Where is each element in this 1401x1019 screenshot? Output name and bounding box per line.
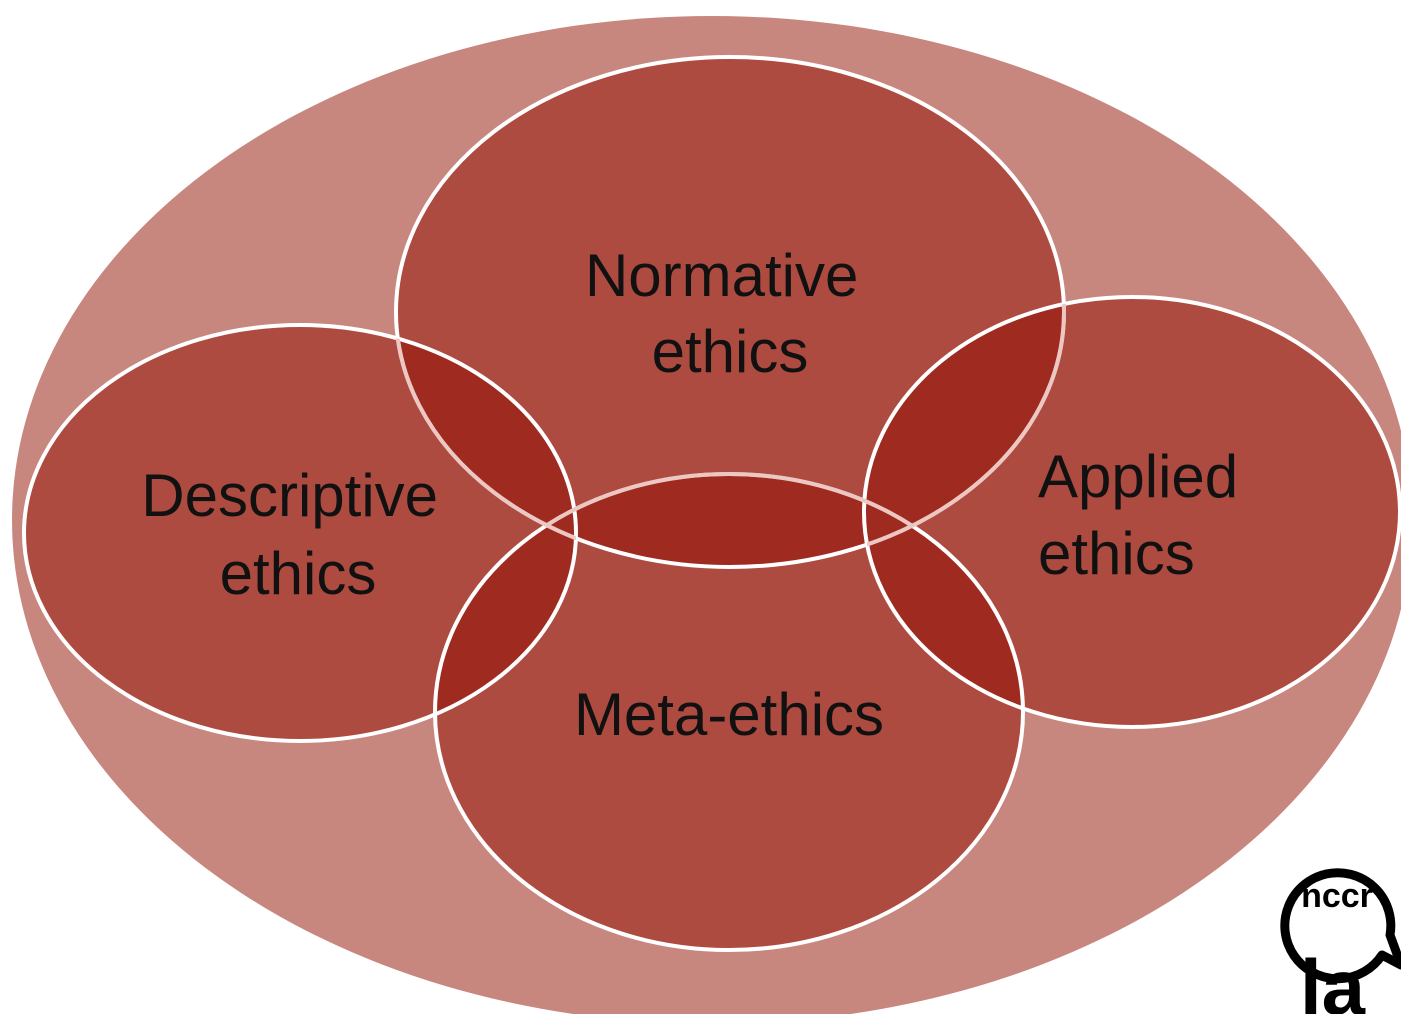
speech-bubble-icon — [1280, 868, 1401, 984]
normative-label: Normative ethics — [585, 242, 875, 385]
nccr-logo: nccr la — [1280, 838, 1401, 1019]
logo-text: nccr — [1301, 877, 1373, 915]
meta-label: Meta-ethics — [574, 681, 884, 748]
descriptive-label: Descriptive ethics — [141, 462, 454, 607]
logo-mark: la — [1300, 943, 1366, 1014]
applied-label: Applied ethics — [1038, 443, 1255, 587]
